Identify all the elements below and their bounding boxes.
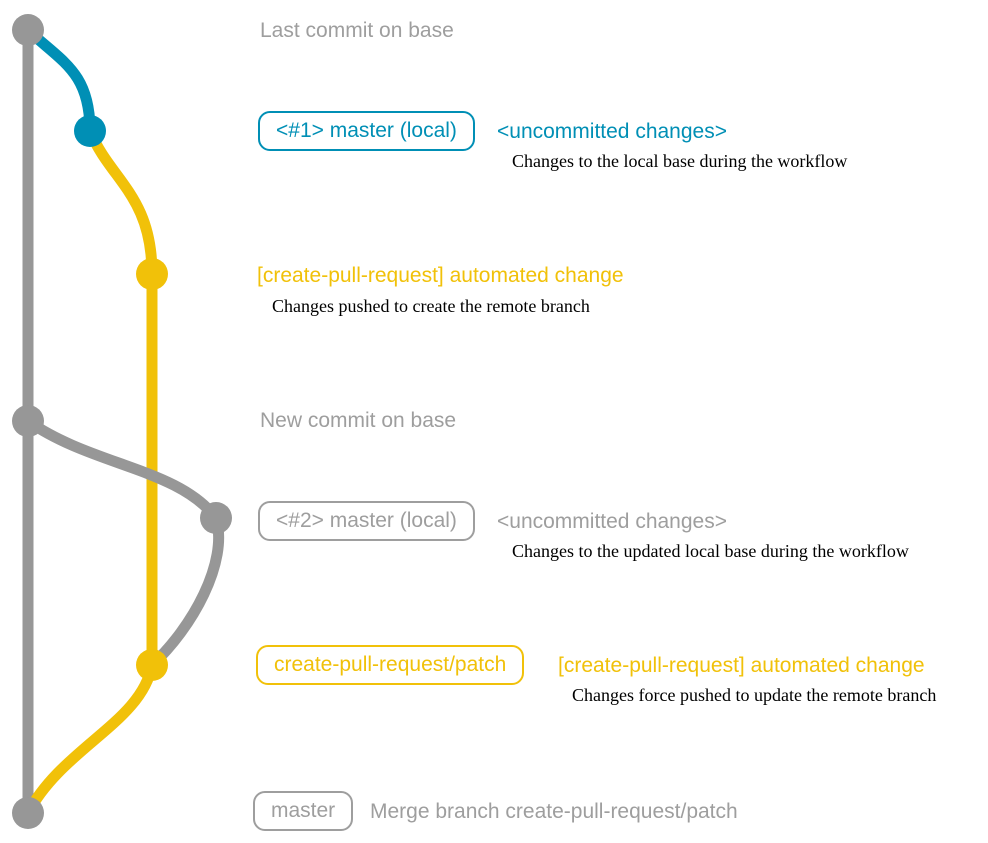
commit-dot-local-master-1	[74, 115, 106, 147]
branch-badge-master-local-1: <#1> master (local)	[258, 111, 475, 151]
commit-heading-uncommitted-changes-2: <uncommitted changes>	[497, 510, 727, 533]
local-branch-line-1	[22, 24, 96, 137]
commit-heading-uncommitted-changes-1: <uncommitted changes>	[497, 120, 727, 143]
commit-dot-last-base	[12, 14, 44, 46]
commit-description-3: Changes to the updated local base during…	[512, 541, 909, 561]
rebase-line-2	[146, 512, 225, 671]
commit-dot-new-base	[12, 405, 44, 437]
branch-badge-master: master	[253, 791, 354, 831]
commit-description-1: Changes to the local base during the wor…	[512, 151, 848, 171]
branch-badge-master-local-2: <#2> master (local)	[258, 501, 475, 541]
commit-dot-remote-patch-1	[136, 258, 168, 290]
branch-badge-create-pull-request-patch: create-pull-request/patch	[256, 645, 525, 685]
remote-branch-line-1	[84, 125, 158, 280]
annotation-new-commit-on-base: New commit on base	[260, 409, 457, 432]
commit-description-4: Changes force pushed to update the remot…	[572, 685, 937, 705]
commit-dot-merge	[12, 797, 44, 829]
commit-heading-automated-change-2: [create-pull-request] automated change	[558, 654, 925, 677]
rebase-line-1	[22, 415, 222, 524]
commit-dot-local-master-2	[200, 502, 232, 534]
annotation-last-commit-on-base: Last commit on base	[260, 19, 454, 42]
merge-line	[22, 659, 158, 819]
commit-dot-remote-patch-2	[136, 649, 168, 681]
commit-heading-automated-change-1: [create-pull-request] automated change	[257, 264, 624, 287]
annotation-merge-branch: Merge branch create-pull-request/patch	[370, 800, 738, 823]
commit-description-2: Changes pushed to create the remote bran…	[272, 296, 590, 316]
